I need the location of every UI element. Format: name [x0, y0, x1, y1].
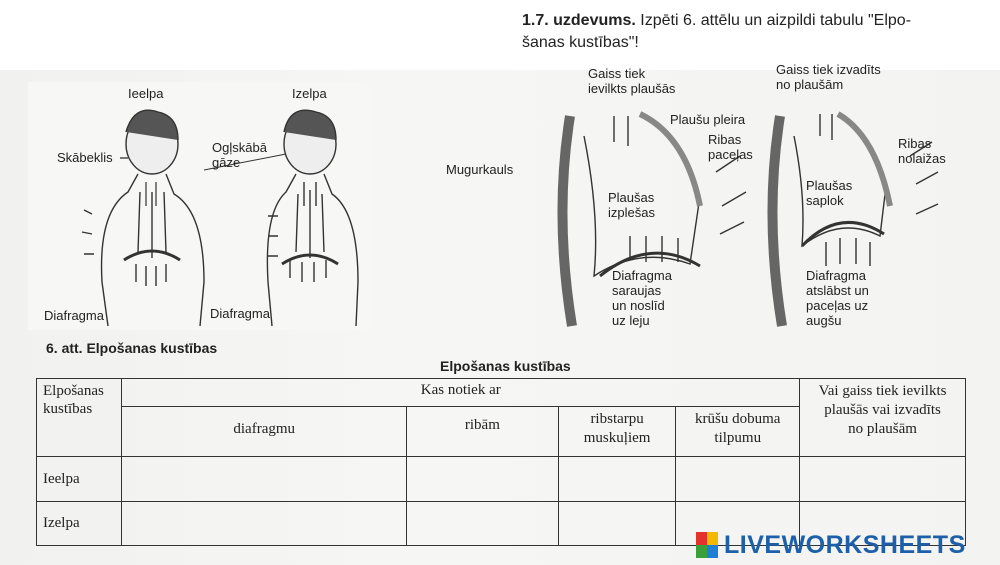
- inhale-label: Ieelpa: [128, 86, 164, 101]
- answer-cell-exhale-muscles[interactable]: [557, 500, 677, 547]
- task-number: 1.7. uzdevums.: [522, 12, 636, 29]
- top-margin: [0, 0, 1000, 70]
- air-header-cell: Vai gaiss tiek ievilkts plaušās vai izva…: [799, 377, 966, 458]
- inhale-boy-illustration: [81, 109, 205, 327]
- figure-caption: 6. att. Elpošanas kustības: [46, 340, 218, 356]
- liveworksheets-logo: LIVEWORKSHEETS: [696, 528, 966, 562]
- table-title: Elpošanas kustības: [440, 358, 571, 374]
- co2-label: Ogļskābā gāze: [212, 140, 267, 170]
- task-instruction: 1.7. uzdevums. Izpēti 6. attēlu un aizpi…: [522, 10, 952, 54]
- task-text: Izpēti 6. attēlu un aizpildi tabulu "Elp…: [640, 12, 912, 29]
- lungs-contract-label: Plaušas saplok: [806, 178, 853, 208]
- chest-cross-section-figure: [557, 111, 939, 327]
- breathing-figure-left: [28, 82, 370, 330]
- oxygen-label: Skābeklis: [57, 150, 113, 165]
- answer-cell-inhale-ribs[interactable]: [405, 456, 559, 502]
- pleura-label: Plaušu pleira: [670, 112, 746, 127]
- exhale-label: Izelpa: [292, 86, 327, 101]
- air-out-label: Gaiss tiek izvadīts no plaušām: [776, 62, 881, 92]
- ribs-up-label: Ribas paceļas: [708, 132, 753, 162]
- answer-cell-inhale-air[interactable]: [799, 456, 966, 502]
- exhale-chest-illustration: [767, 111, 939, 327]
- answer-cell-inhale-diaphragm[interactable]: [121, 456, 407, 502]
- diaphragm-contracts-label: Diafragma saraujas un noslīd uz leju: [612, 268, 672, 328]
- col-ribs-header: ribām: [405, 406, 559, 458]
- diaphragm-right-label: Diafragma: [210, 306, 270, 321]
- col-muscles-header: ribstarpu muskuļiem: [557, 406, 677, 458]
- answer-cell-inhale-volume[interactable]: [675, 456, 801, 502]
- ribs-down-label: Ribas nolaižas: [898, 136, 946, 166]
- lungs-expand-label: Plaušas izplešas: [608, 190, 655, 220]
- logo-mark-icon: [696, 532, 718, 558]
- answer-cell-exhale-air[interactable]: [799, 500, 966, 547]
- task-text-cont: šanas kustības"!: [522, 34, 639, 51]
- row-label-inhale: Ieelpa: [35, 456, 123, 502]
- spine-label: Mugurkauls: [446, 162, 514, 177]
- diaphragm-left-label: Diafragma: [44, 308, 104, 323]
- col-volume-header: krūšu dobuma tilpumu: [675, 406, 801, 458]
- group-header-cell: Kas notiek ar: [121, 377, 801, 408]
- air-in-label: Gaiss tiek ievilkts plaušās: [588, 66, 676, 96]
- row-label-exhale: Izelpa: [35, 500, 123, 547]
- row-header-cell: Elpošanas kustības: [35, 377, 123, 458]
- logo-text: LIVEWORKSHEETS: [724, 530, 966, 559]
- col-diaphragm-header: diafragmu: [121, 406, 407, 458]
- inhale-chest-illustration: [557, 111, 747, 327]
- breathing-table: Elpošanas kustības Kas notiek ar Vai gai…: [35, 377, 966, 547]
- answer-cell-exhale-ribs[interactable]: [405, 500, 559, 547]
- answer-cell-exhale-diaphragm[interactable]: [121, 500, 407, 547]
- diaphragm-relaxes-label: Diafragma atslābst un paceļas uz augšu: [806, 268, 869, 328]
- exhale-boy-illustration: [266, 109, 359, 327]
- answer-cell-inhale-muscles[interactable]: [557, 456, 677, 502]
